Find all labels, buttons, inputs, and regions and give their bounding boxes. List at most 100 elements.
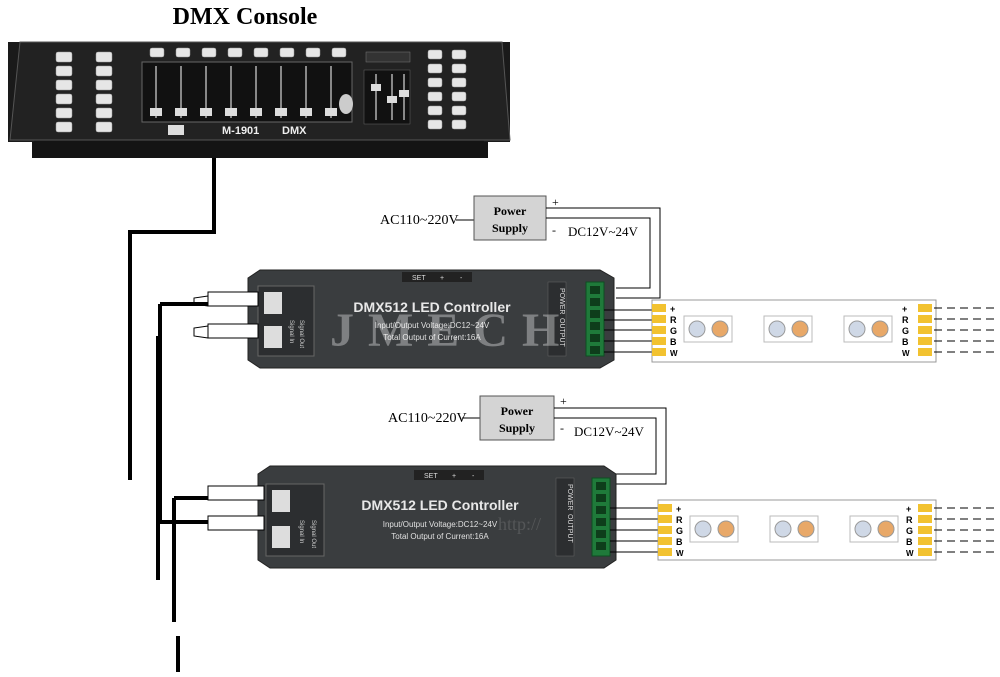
unit-1: AC110~220V Power Supply + - DC12V~24V SE… bbox=[193, 195, 996, 369]
unit2-pin-b-left: B bbox=[676, 537, 683, 547]
unit2-button-minus[interactable]: - bbox=[472, 473, 475, 480]
unit2-controller-title: DMX512 LED Controller bbox=[361, 497, 519, 513]
unit2-dc-output-label: DC12V~24V bbox=[574, 424, 644, 439]
unit2-voltage-spec: Input/Output Voltage:DC12~24V bbox=[383, 520, 498, 529]
unit1-pin-w-right: W bbox=[902, 349, 910, 358]
unit2-port-label-in: Signal In bbox=[298, 520, 304, 543]
unit1-pin-b-right: B bbox=[902, 337, 909, 347]
console-function-buttons bbox=[427, 49, 467, 130]
unit2-pin-r-right: R bbox=[906, 515, 913, 525]
unit2-strip-pads-right bbox=[918, 504, 932, 556]
unit2-terminal-screws bbox=[596, 482, 606, 550]
unit2-dmx-plug-in bbox=[207, 485, 265, 501]
console-brand: M-1901 bbox=[222, 125, 259, 137]
unit2-button-bar bbox=[414, 470, 484, 480]
unit2-output-side-label: OUTPUT bbox=[566, 514, 573, 544]
unit1-pin-g-right: G bbox=[902, 326, 909, 336]
unit1-pin-plus-left: + bbox=[670, 304, 675, 314]
unit1-pin-plus-right: + bbox=[902, 304, 907, 314]
unit1-strip-pads-left bbox=[652, 304, 666, 356]
console-model: DMX bbox=[282, 125, 307, 137]
unit1-dc-positive-wire bbox=[546, 207, 661, 299]
console-channel-faders bbox=[150, 66, 337, 118]
unit2-pin-b-right: B bbox=[906, 537, 913, 547]
console-logo bbox=[168, 125, 184, 135]
console-base bbox=[32, 136, 488, 158]
console-jog-knob bbox=[339, 94, 353, 114]
unit1-current-spec: Total Output of Current:16A bbox=[383, 333, 481, 342]
unit1-minus-label: - bbox=[552, 223, 556, 237]
unit1-power-side-label: POWER bbox=[558, 288, 565, 314]
unit1-pin-b-left: B bbox=[670, 337, 677, 347]
unit2-controller-body bbox=[257, 465, 617, 569]
brand-watermark: JMECH bbox=[330, 304, 573, 357]
unit2-button-set[interactable]: SET bbox=[424, 473, 438, 480]
unit1-power-supply-label-1: Power bbox=[494, 204, 527, 218]
unit1-signal-out-port bbox=[264, 292, 282, 314]
unit2-ac-input-label: AC110~220V bbox=[388, 411, 467, 426]
unit1-pin-r-right: R bbox=[902, 315, 909, 325]
console-scanner-buttons bbox=[55, 51, 113, 133]
unit1-port-label-out: Signal Out bbox=[298, 320, 304, 348]
url-watermark: http:// bbox=[498, 514, 541, 534]
unit1-strip-pads-right bbox=[918, 304, 932, 356]
unit1-port-label-in: Signal In bbox=[288, 320, 294, 343]
unit1-strip-continuation bbox=[934, 307, 996, 353]
unit2-pin-g-right: G bbox=[906, 526, 913, 536]
unit1-ac-input-label: AC110~220V bbox=[380, 213, 459, 228]
unit2-pin-w-left: W bbox=[676, 549, 684, 558]
diagram-title: DMX Console bbox=[172, 4, 318, 30]
unit2-power-supply-label-1: Power bbox=[501, 404, 534, 418]
unit1-dmx-plug-in bbox=[207, 291, 259, 307]
unit1-leds bbox=[683, 315, 893, 343]
console-display bbox=[365, 51, 411, 63]
unit-2: AC110~220V Power Supply + - DC12V~24V SE… bbox=[207, 394, 996, 569]
unit2-strip-pads-left bbox=[658, 504, 672, 556]
unit2-signal-in-port bbox=[272, 526, 290, 548]
unit1-plus-label: + bbox=[552, 195, 559, 209]
unit2-pin-r-left: R bbox=[676, 515, 683, 525]
unit2-pin-plus-right: + bbox=[906, 504, 911, 514]
unit1-controller-title: DMX512 LED Controller bbox=[353, 299, 511, 315]
unit2-minus-label: - bbox=[560, 421, 564, 435]
unit1-pin-w-left: W bbox=[670, 349, 678, 358]
console-fader-panel bbox=[141, 61, 353, 123]
unit1-output-side-label: OUTPUT bbox=[558, 318, 565, 348]
unit2-dmx-plug-out bbox=[207, 515, 265, 531]
unit2-pin-w-right: W bbox=[906, 549, 914, 558]
unit2-power-supply-label-2: Supply bbox=[499, 421, 535, 435]
unit1-dc-negative-wire bbox=[546, 217, 651, 289]
unit2-side-label-panel bbox=[555, 477, 575, 557]
console-scene-buttons bbox=[149, 47, 347, 58]
unit1-voltage-spec: Input/Output Voltage:DC12~24V bbox=[375, 321, 490, 330]
unit1-button-minus[interactable]: - bbox=[460, 275, 463, 282]
unit2-power-side-label: POWER bbox=[566, 484, 573, 510]
unit1-button-bar bbox=[402, 272, 472, 282]
unit1-terminal-screws bbox=[590, 286, 600, 354]
unit1-output-wires bbox=[604, 309, 652, 353]
unit1-power-supply-label-2: Supply bbox=[492, 221, 528, 235]
unit2-plus-label: + bbox=[560, 394, 567, 408]
unit1-button-plus[interactable]: + bbox=[440, 275, 444, 282]
console-to-unit1-cable bbox=[128, 158, 216, 480]
unit1-side-label-panel bbox=[547, 281, 567, 357]
unit2-leds bbox=[689, 515, 899, 543]
unit1-button-set[interactable]: SET bbox=[412, 275, 426, 282]
unit1-pin-g-left: G bbox=[670, 326, 677, 336]
unit2-port-label-out: Signal Out bbox=[310, 520, 316, 548]
unit2-current-spec: Total Output of Current:16A bbox=[391, 532, 489, 541]
unit2-button-plus[interactable]: + bbox=[452, 473, 456, 480]
unit2-pin-g-left: G bbox=[676, 526, 683, 536]
unit2-dc-negative-wire bbox=[554, 417, 657, 475]
unit1-dc-output-label: DC12V~24V bbox=[568, 224, 638, 239]
unit2-strip-continuation bbox=[934, 507, 996, 553]
unit1-pin-r-left: R bbox=[670, 315, 677, 325]
unit1-power-supply bbox=[473, 195, 547, 241]
unit2-dc-positive-wire bbox=[554, 407, 667, 485]
unit1-signal-in-port bbox=[264, 326, 282, 348]
dmx-cables bbox=[128, 158, 216, 672]
console-master-faders bbox=[371, 74, 409, 120]
unit1-dmx-plug-out bbox=[207, 323, 259, 339]
